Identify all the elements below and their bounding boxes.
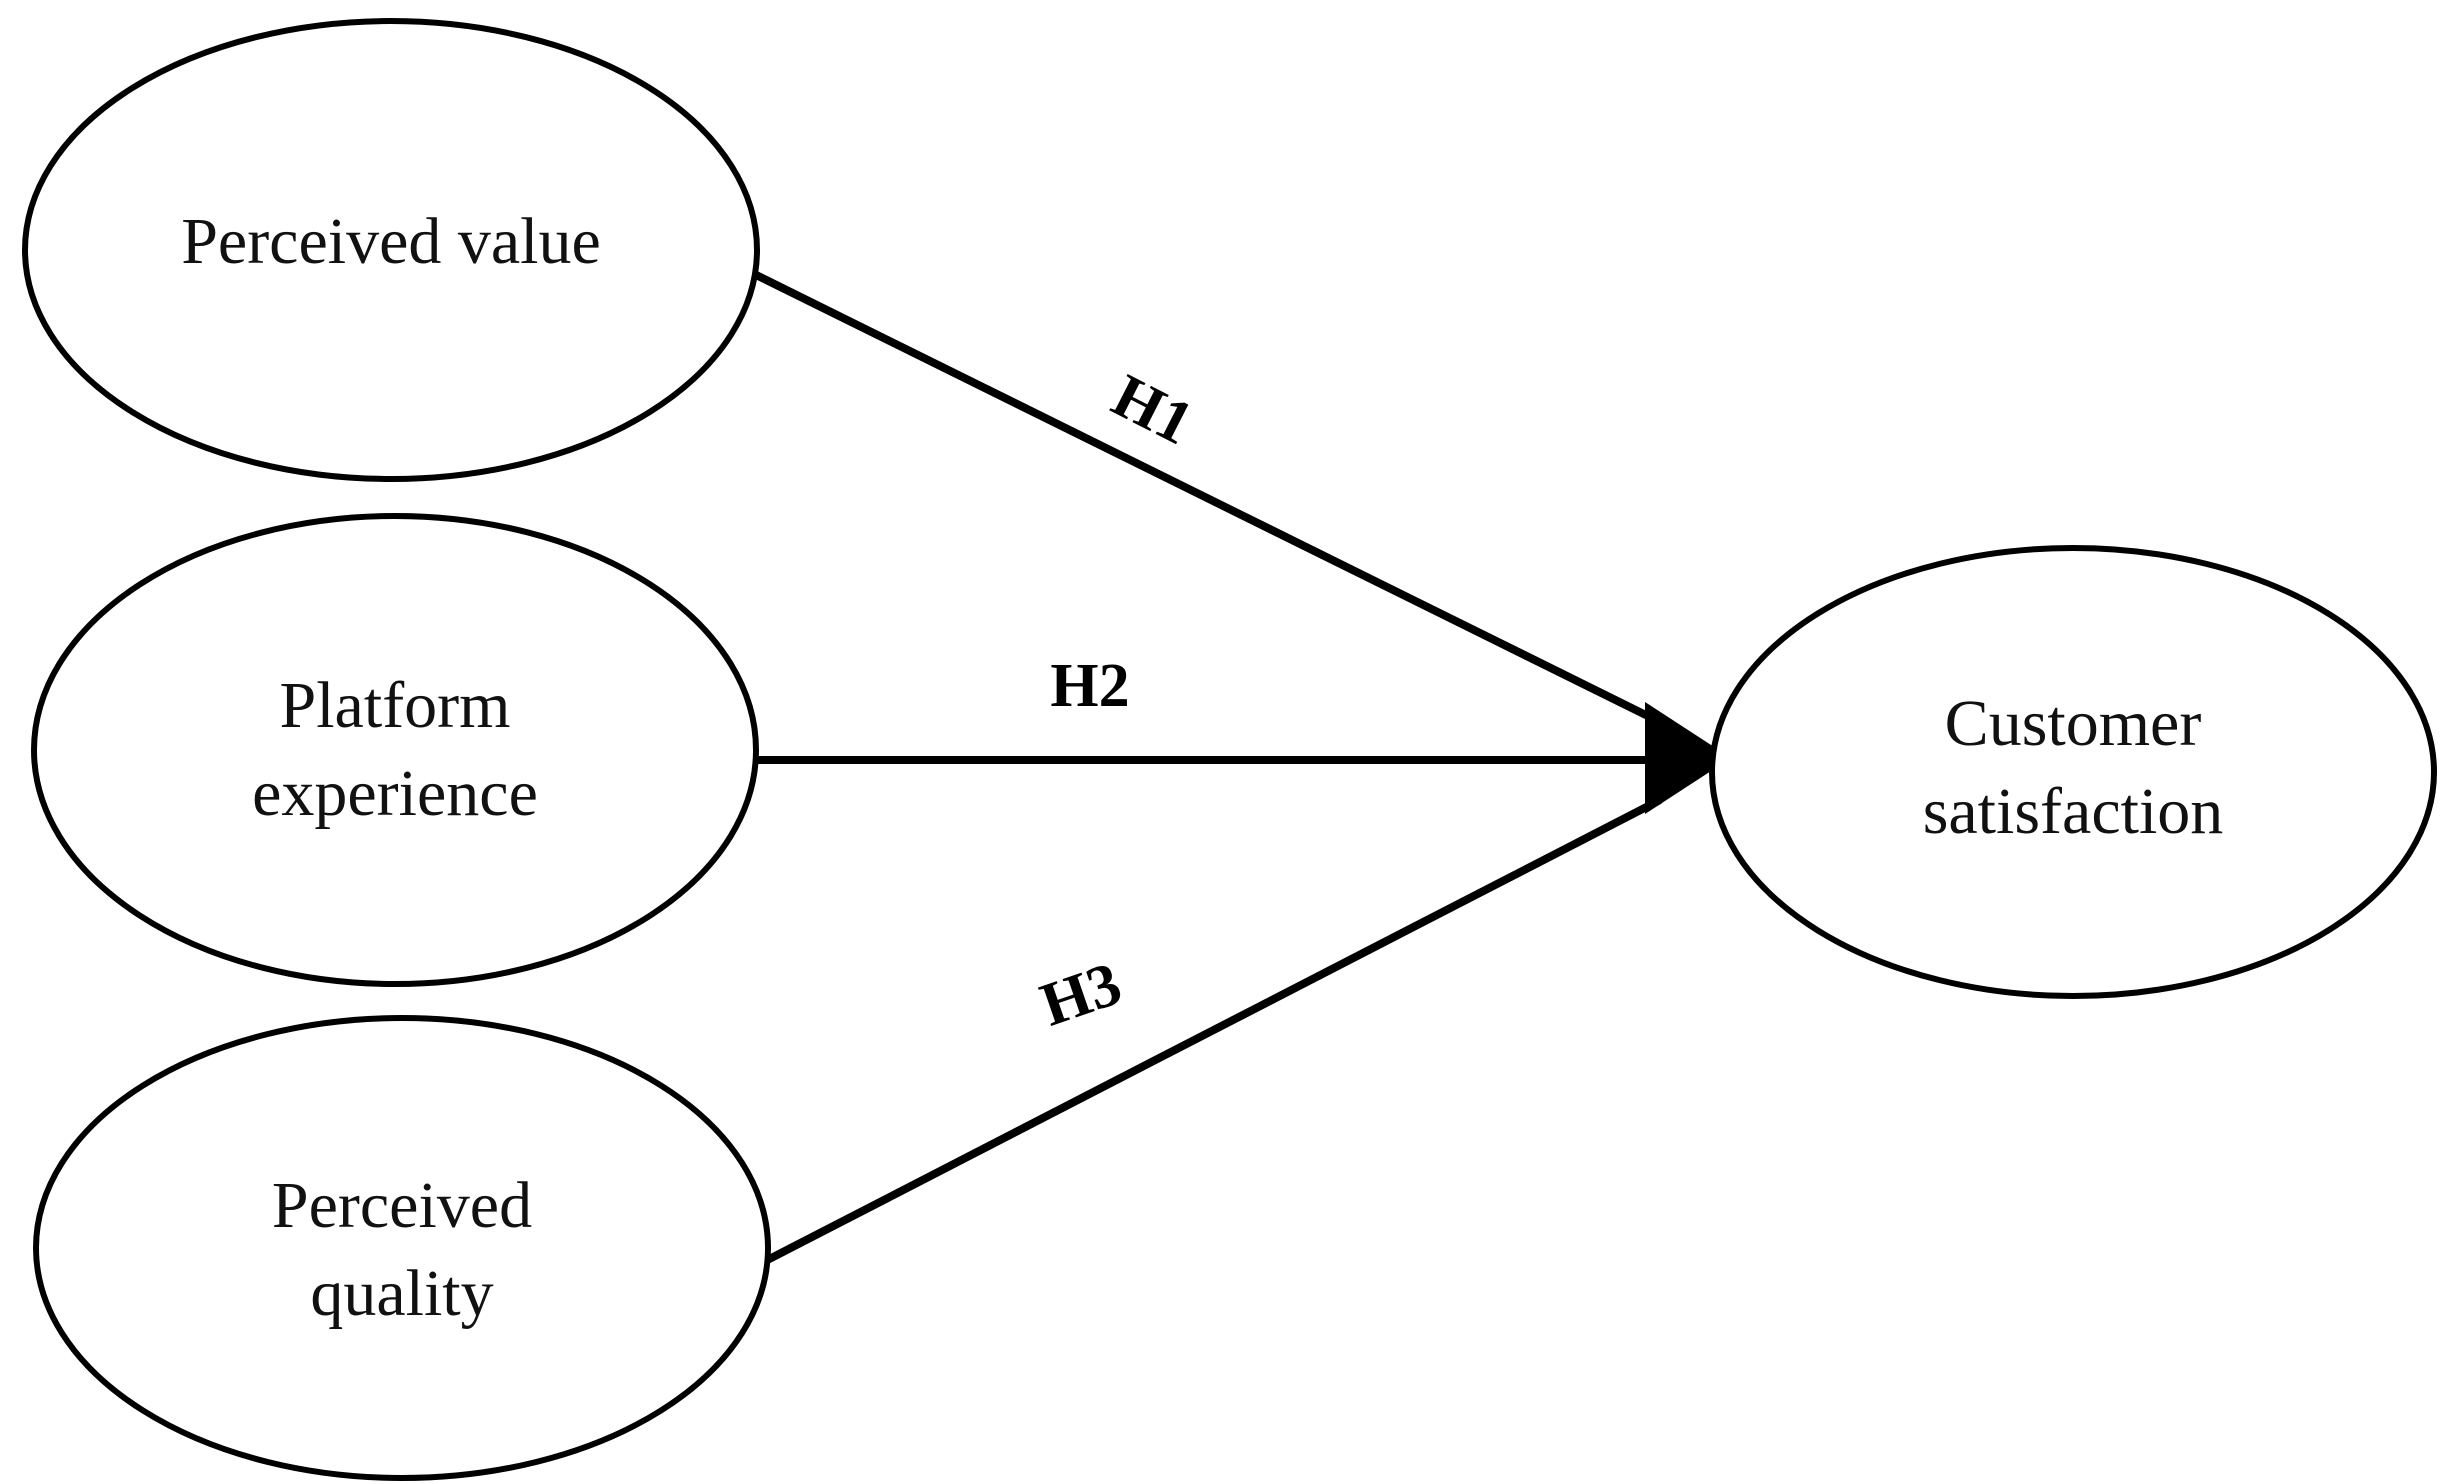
node-perceived-quality-label-line-1: Perceived bbox=[272, 1169, 532, 1242]
edge-h3-label: H3 bbox=[1033, 950, 1130, 1040]
node-perceived-quality-label-line-2: quality bbox=[310, 1257, 493, 1330]
node-perceived-value-label-line-1: Perceived value bbox=[181, 205, 601, 278]
edge-h1-label: H1 bbox=[1102, 362, 1203, 459]
edge-h1[interactable] bbox=[740, 264, 1662, 726]
node-perceived-value[interactable]: Perceived value bbox=[22, 18, 760, 482]
node-perceived-quality-shape bbox=[33, 1015, 771, 1481]
node-customer-satisfaction-label-line-1: Customer bbox=[1945, 687, 2202, 760]
node-platform-experience-label-line-1: Platform bbox=[280, 669, 511, 742]
node-customer-satisfaction-shape bbox=[1709, 545, 2437, 999]
node-platform-experience-shape bbox=[31, 513, 759, 987]
edge-h1-line bbox=[740, 264, 1662, 726]
edge-h3-line bbox=[746, 796, 1662, 1274]
node-perceived-value-shape bbox=[22, 18, 760, 482]
node-perceived-quality[interactable]: Perceived quality bbox=[33, 1015, 771, 1481]
node-customer-satisfaction-label-line-2: satisfaction bbox=[1923, 775, 2224, 848]
node-platform-experience-label-line-2: experience bbox=[252, 757, 538, 830]
edge-h3[interactable] bbox=[746, 796, 1662, 1274]
arrowhead-icon bbox=[1645, 702, 1731, 814]
node-platform-experience[interactable]: Platform experience bbox=[31, 513, 759, 987]
node-customer-satisfaction[interactable]: Customer satisfaction bbox=[1709, 545, 2437, 999]
edge-h2-label: H2 bbox=[1050, 652, 1129, 720]
